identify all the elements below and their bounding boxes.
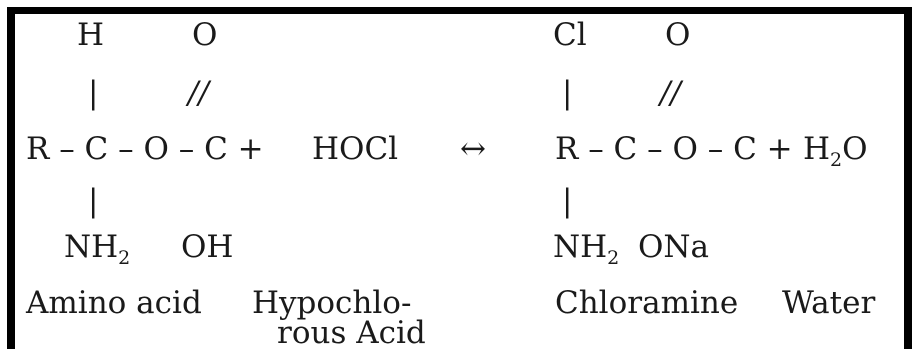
reactant-bottom-single-bond: | — [88, 183, 99, 219]
reactant-h-atom: H — [77, 17, 105, 53]
reagent-label-line2: rous Acid — [277, 315, 426, 351]
equilibrium-arrow: ↔ — [460, 131, 486, 167]
reactant-amine-group: NH2 — [64, 229, 131, 269]
reagent-formula: HOCl — [312, 131, 399, 167]
reactant-chain: R – C – O – C + — [26, 131, 264, 167]
product-cl-atom: Cl — [553, 17, 587, 53]
reactant-double-bond: // — [188, 75, 209, 111]
reactant-o-atom: O — [192, 17, 218, 53]
equation-frame — [7, 7, 912, 349]
product-amine-group: NH2 — [553, 229, 620, 269]
reactant-label: Amino acid — [26, 285, 202, 321]
reactant-hydroxyl-group: OH — [181, 229, 234, 265]
product-double-bond: // — [660, 75, 681, 111]
byproduct-label: Water — [782, 285, 876, 321]
product-top-single-bond: | — [562, 75, 573, 111]
byproduct-formula: H2O — [803, 131, 868, 171]
product-o-atom: O — [665, 17, 691, 53]
reagent-label-line1: Hypochlo- — [252, 285, 412, 321]
reactant-top-single-bond: | — [88, 75, 99, 111]
product-chain: R – C – O – C + — [555, 131, 793, 167]
product-label: Chloramine — [555, 285, 739, 321]
product-bottom-single-bond: | — [562, 183, 573, 219]
product-sodium-salt-group: ONa — [638, 229, 710, 265]
